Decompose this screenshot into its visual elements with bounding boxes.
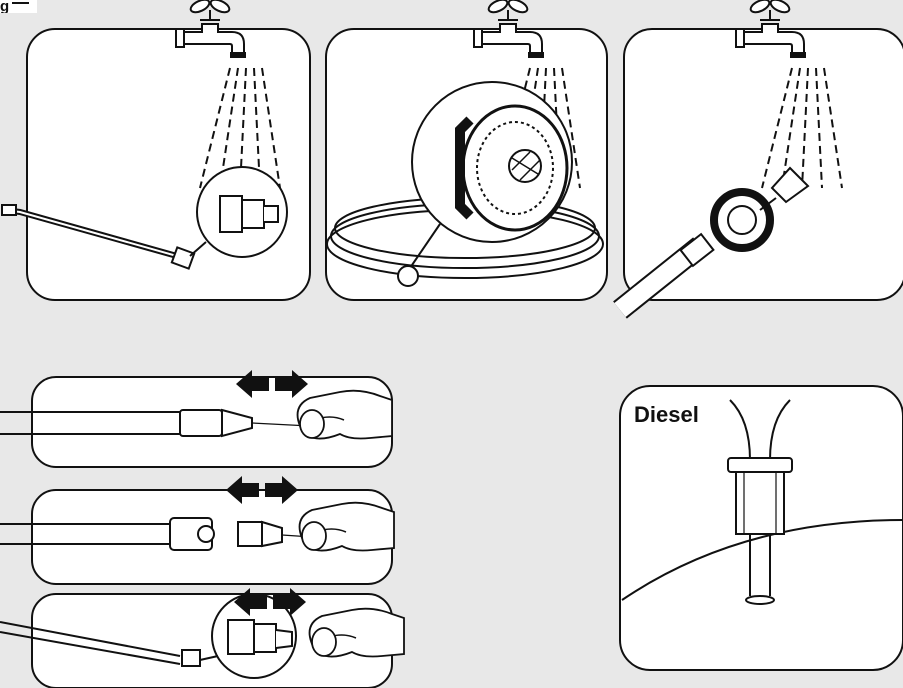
panel-inlet-filter-rinse xyxy=(620,0,903,310)
diesel-label: Diesel xyxy=(634,402,699,428)
panel-lance-pull-3 xyxy=(0,588,404,688)
panel-hose-filter-rinse xyxy=(326,0,607,300)
panel-lance-pull-1 xyxy=(0,370,392,467)
panel-fuel-filter xyxy=(620,386,903,670)
panel-lance-pull-2 xyxy=(0,476,394,584)
panel-nozzle-rinse xyxy=(2,0,310,300)
